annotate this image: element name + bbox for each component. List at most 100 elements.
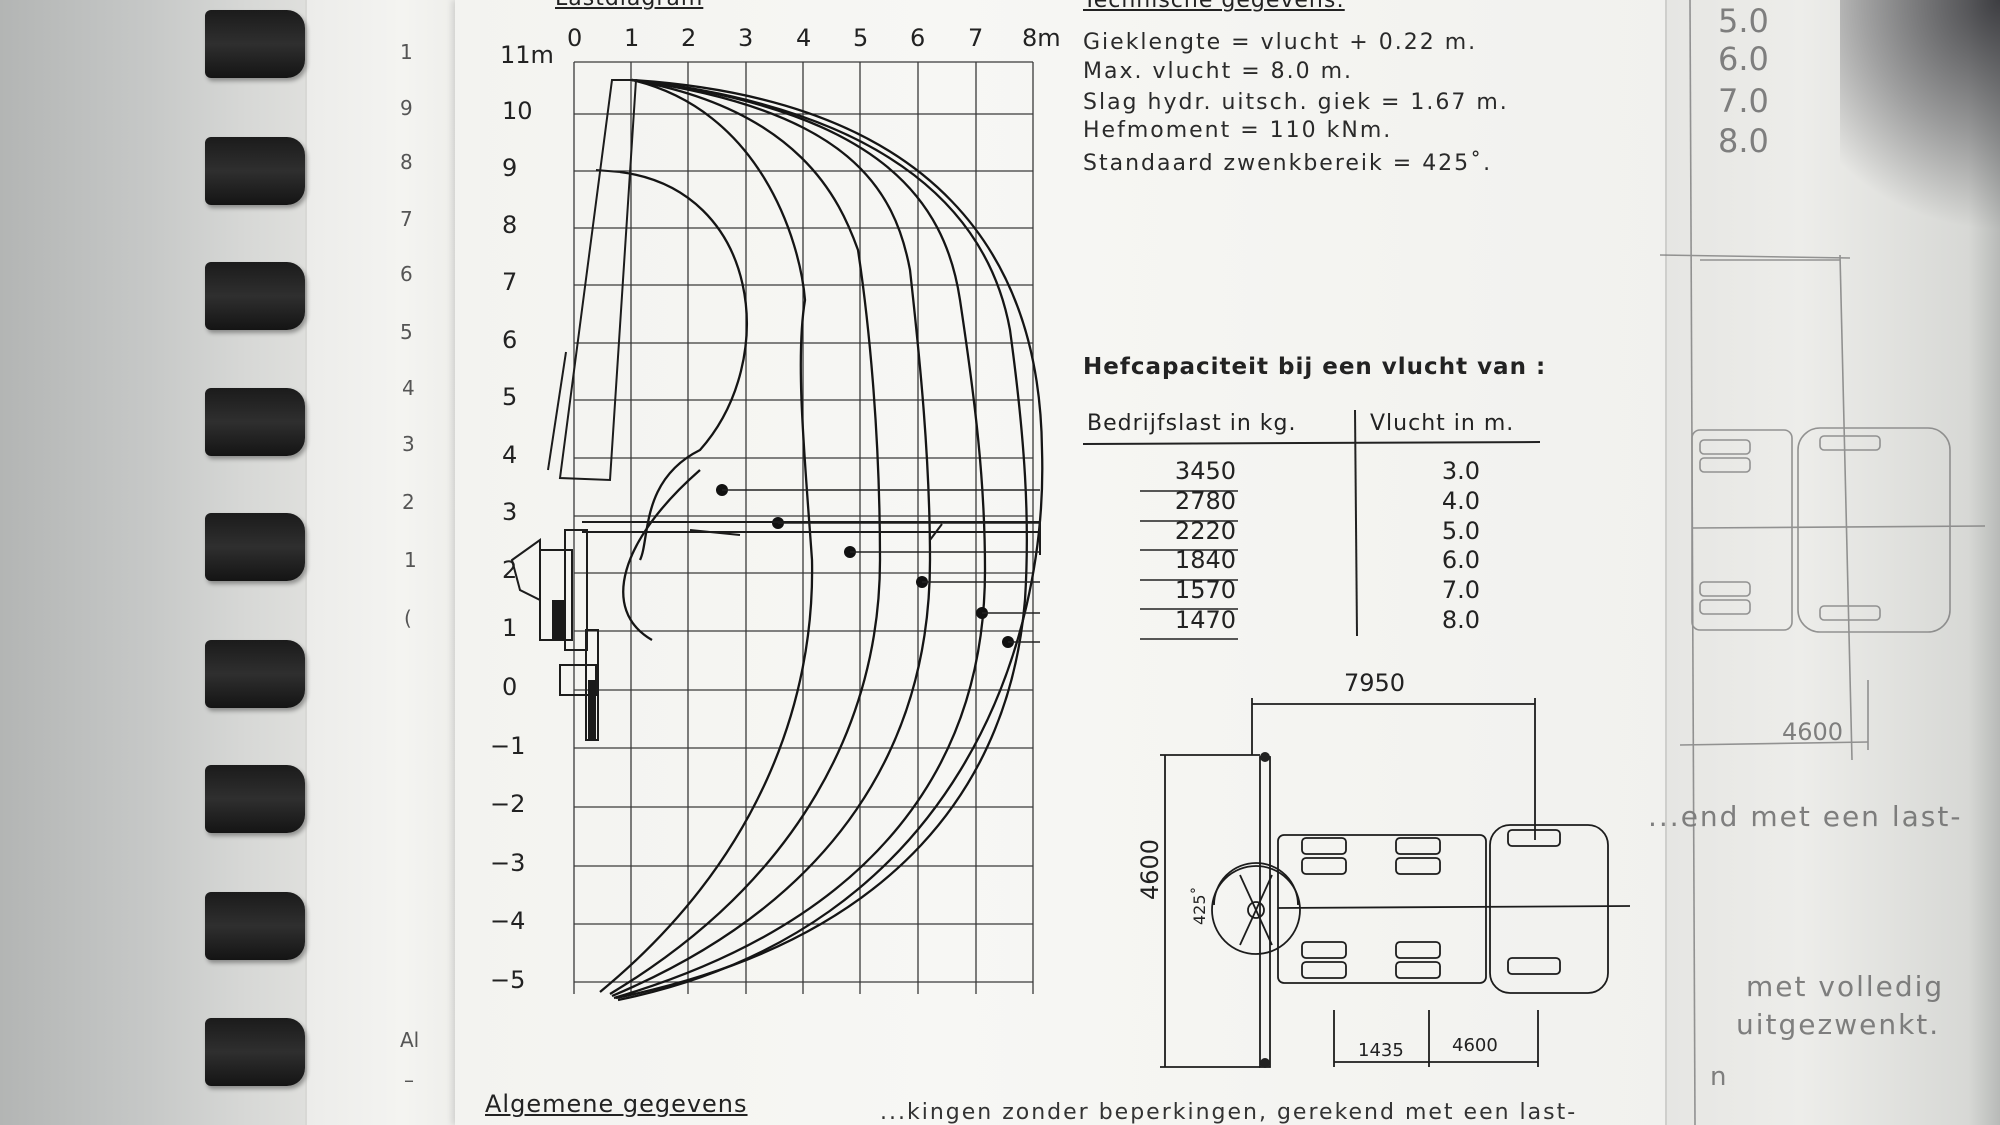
load-cell: 2220 [1174,517,1236,545]
envelope-8m [617,78,1044,1002]
x-tick: 1 [624,24,640,52]
binder-ring [205,10,305,78]
ghost-number: 6.0 [1718,40,1769,78]
y-tick: 10 [502,97,533,125]
y-tick: 11m [500,41,554,69]
side-number: 1 [400,40,413,64]
dimension-a: 1435 [1358,1040,1404,1061]
side-number: ( [404,606,412,630]
dimension-b: 4600 [1452,1035,1498,1056]
y-tick: 1 [502,614,518,642]
y-tick: 9 [502,154,518,182]
binder-ring [205,765,305,833]
load-cell: 1470 [1174,606,1236,634]
envelope-3m [599,78,814,993]
binder-ring [205,1018,305,1086]
x-tick: 6 [910,24,926,52]
reach-cell: 3.0 [1441,457,1481,485]
reach-cell: 7.0 [1441,576,1481,604]
truck-width-dimension: 7950 [1344,669,1406,697]
ghost-text: n [1710,1062,1727,1092]
lower-inner-curve [622,469,701,641]
ghost-text: met volledig [1746,970,1945,1003]
side-number: 9 [400,96,413,120]
side-number: – [404,1068,414,1092]
spec-line: Standaard zwenkbereik = 425˚. [1083,151,1493,176]
reach-cell: 6.0 [1441,546,1481,574]
side-number: 1 [404,548,417,572]
diagram-grid [573,61,1034,994]
binder-ring [205,513,305,581]
y-tick: −5 [490,966,526,994]
spec-line: Max. vlucht = 8.0 m. [1083,59,1354,84]
ghost-number: 7.0 [1718,82,1769,120]
y-tick: 5 [502,383,518,411]
crane-base-dark [552,600,596,740]
side-number: 7 [400,207,413,231]
ghost-number: 8.0 [1718,122,1769,160]
ghost-dimension: 4600 [1782,718,1844,746]
binder-ring [205,388,305,456]
capacity-title: Hefcapaciteit bij een vlucht van : [1083,354,1547,380]
x-tick: 4 [796,24,812,52]
y-tick: 6 [502,326,518,354]
spec-line: Hefmoment = 110 kNm. [1083,118,1393,143]
reach-cell: 4.0 [1441,487,1481,515]
inner-envelope [619,170,748,561]
x-tick: 0 [567,24,583,52]
side-number: 6 [400,262,413,286]
spec-line: Gieklengte = vlucht + 0.22 m. [1083,30,1478,55]
ghost-text: ...end met een last- [1648,800,1963,833]
y-tick: −2 [490,790,526,818]
envelope-4m [609,78,882,995]
x-tick: 2 [681,24,697,52]
column-header-load: Bedrijfslast in kg. [1087,411,1297,436]
side-number: 5 [400,320,413,344]
diagram-title: Lastdiagram [555,0,703,11]
y-tick: 7 [502,268,518,296]
bottom-text-fragment: ...kingen zonder beperkingen, gerekend m… [880,1100,1578,1125]
side-number: 4 [402,376,415,400]
ghost-number: 5.0 [1718,2,1769,40]
y-tick: −3 [490,849,526,877]
load-cell: 1840 [1174,546,1236,574]
binder-ring [205,892,305,960]
y-tick: 3 [502,498,518,526]
x-tick: 7 [968,24,984,52]
spec-line: Slag hydr. uitsch. giek = 1.67 m. [1083,90,1509,115]
reach-envelopes [599,78,1044,1002]
x-tick: 3 [738,24,754,52]
x-tick: 8m [1022,24,1061,52]
underlying-page [305,0,467,1125]
specs-heading: Technische gegevens: [1083,0,1345,13]
side-number: 8 [400,150,413,174]
load-cell: 3450 [1174,457,1236,485]
side-number: 2 [402,490,415,514]
y-tick: −4 [490,907,526,935]
binder-ring [205,137,305,205]
x-tick: 5 [853,24,869,52]
load-cell: 2780 [1174,487,1236,515]
envelope-5m [611,78,932,998]
side-number: Al [400,1028,420,1052]
envelope-6m [613,78,987,1000]
reach-cell: 8.0 [1441,606,1481,634]
column-header-reach: Vlucht in m. [1370,411,1515,436]
ghost-text: uitgezwenkt. [1736,1008,1941,1041]
corner-shadow [1840,0,2000,260]
binder-ring [205,640,305,708]
side-number: 3 [402,432,415,456]
y-tick: −1 [490,732,526,760]
general-data-heading: Algemene gegevens [485,1090,748,1118]
envelope-7m [615,78,1029,1000]
binder-ring [205,262,305,330]
y-tick: 4 [502,441,518,469]
reach-cell: 5.0 [1441,517,1481,545]
y-tick: 8 [502,211,518,239]
y-tick: 0 [502,673,518,701]
load-cell: 1570 [1174,576,1236,604]
